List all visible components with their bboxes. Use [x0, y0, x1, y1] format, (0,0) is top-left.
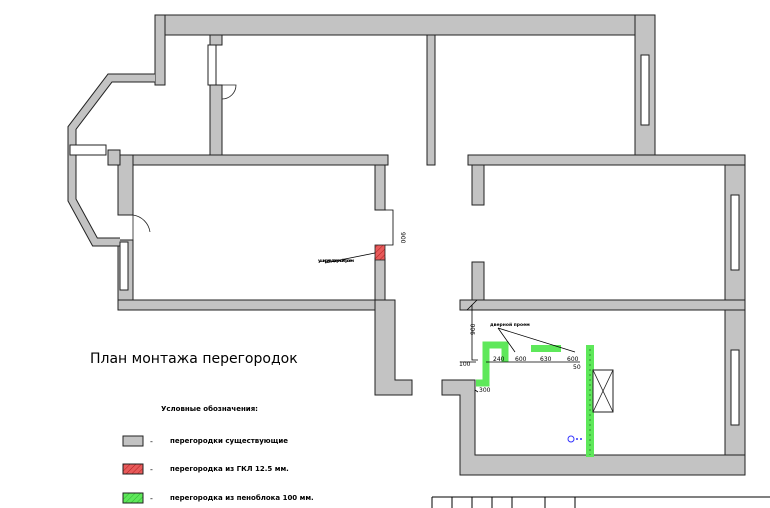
- dim-300: 300: [479, 387, 491, 394]
- dim-red-door: 900: [399, 232, 406, 244]
- legend-label-gkl: перегородка из ГКЛ 12.5 мм.: [170, 465, 289, 473]
- svg-text:-: -: [150, 465, 153, 474]
- ventilation-shaft: [592, 369, 614, 413]
- page-title: План монтажа перегородок: [90, 351, 298, 367]
- legend-item-foam: - перегородка из пеноблока 100 мм.: [122, 492, 314, 504]
- legend-label-existing: перегородки существующие: [170, 437, 288, 445]
- windows: [69, 44, 740, 426]
- svg-text:-: -: [150, 494, 153, 503]
- new-partitions: [374, 244, 594, 457]
- dim-600a: 600: [515, 356, 527, 363]
- dimension-lines: [324, 209, 580, 393]
- doors: [132, 84, 237, 240]
- foam-block-partition: [476, 341, 509, 387]
- dim-630: 630: [540, 356, 552, 363]
- dim-100: 100: [459, 361, 471, 368]
- legend-heading: Условные обозначения:: [161, 405, 258, 413]
- dim-50: 50: [573, 364, 581, 371]
- legend-label-foam: перегородка из пеноблока 100 мм.: [170, 494, 314, 502]
- dim-green-offset: 900: [470, 323, 477, 335]
- title-block-table: [431, 496, 770, 508]
- svg-text:-: -: [150, 437, 153, 446]
- note-door-opening: дверной проем: [490, 321, 530, 328]
- dim-600b: 600: [567, 356, 579, 363]
- dim-240: 240: [493, 356, 505, 363]
- drain-symbol: [567, 435, 582, 443]
- legend-item-gkl: - перегородка из ГКЛ 12.5 мм.: [122, 463, 289, 475]
- gkl-partition: [374, 244, 386, 261]
- legend-item-existing: - перегородки существующие: [122, 435, 288, 447]
- note-widen-door: уширить дверной проем: [318, 257, 354, 264]
